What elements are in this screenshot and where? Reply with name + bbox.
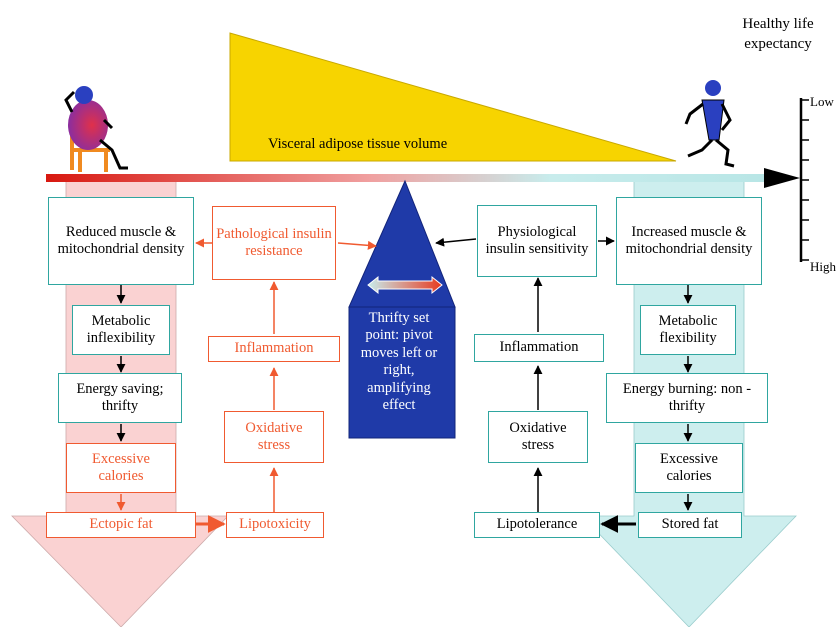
- box-metabolic-flexibility: Metabolic flexibility: [640, 305, 736, 355]
- life-expectancy-scale: [799, 98, 809, 262]
- box-metabolic-inflexibility: Metabolic inflexibility: [72, 305, 170, 355]
- visceral-adipose-triangle: [229, 32, 677, 162]
- bar-arrowhead: [764, 168, 800, 188]
- box-reduced-muscle: Reduced muscle & mitochondrial density: [48, 197, 194, 285]
- box-inflammation-left: Inflammation: [208, 336, 340, 362]
- lifestyle-bar: [46, 174, 766, 182]
- box-oxidative-stress-right: Oxidative stress: [488, 411, 588, 463]
- running-person-icon: [684, 80, 735, 168]
- box-lipotolerance: Lipotolerance: [474, 512, 600, 538]
- box-increased-muscle: Increased muscle & mitochondrial density: [616, 197, 762, 285]
- pivot-text: Thrifty set point: pivot moves left or r…: [360, 310, 438, 413]
- box-inflammation-right: Inflammation: [474, 334, 604, 362]
- healthy-life-label: Healthy life expectancy: [742, 16, 814, 53]
- sitting-person-icon: [64, 86, 128, 172]
- box-energy-saving: Energy saving; thrifty: [58, 373, 182, 423]
- vat-label: Visceral adipose tissue volume: [268, 136, 448, 152]
- box-pathological-ir: Pathological insulin resistance: [212, 206, 336, 280]
- box-ectopic-fat: Ectopic fat: [46, 512, 196, 538]
- box-energy-burning: Energy burning: non -thrifty: [606, 373, 768, 423]
- arrow-pis-pivot: [435, 237, 477, 247]
- box-excessive-calories-right: Excessive calories: [635, 443, 743, 493]
- box-physiological-is: Physiological insulin sensitivity: [477, 205, 597, 277]
- scale-high-label: High: [810, 259, 836, 274]
- pivot-box: [348, 306, 456, 439]
- box-oxidative-stress-left: Oxidative stress: [224, 411, 324, 463]
- box-stored-fat: Stored fat: [638, 512, 742, 538]
- scale-low-label: Low: [810, 94, 834, 109]
- box-excessive-calories-left: Excessive calories: [66, 443, 176, 493]
- arrow-pir-pivot: [337, 240, 377, 250]
- box-lipotoxicity: Lipotoxicity: [226, 512, 324, 538]
- pivot-double-arrow: [367, 275, 443, 295]
